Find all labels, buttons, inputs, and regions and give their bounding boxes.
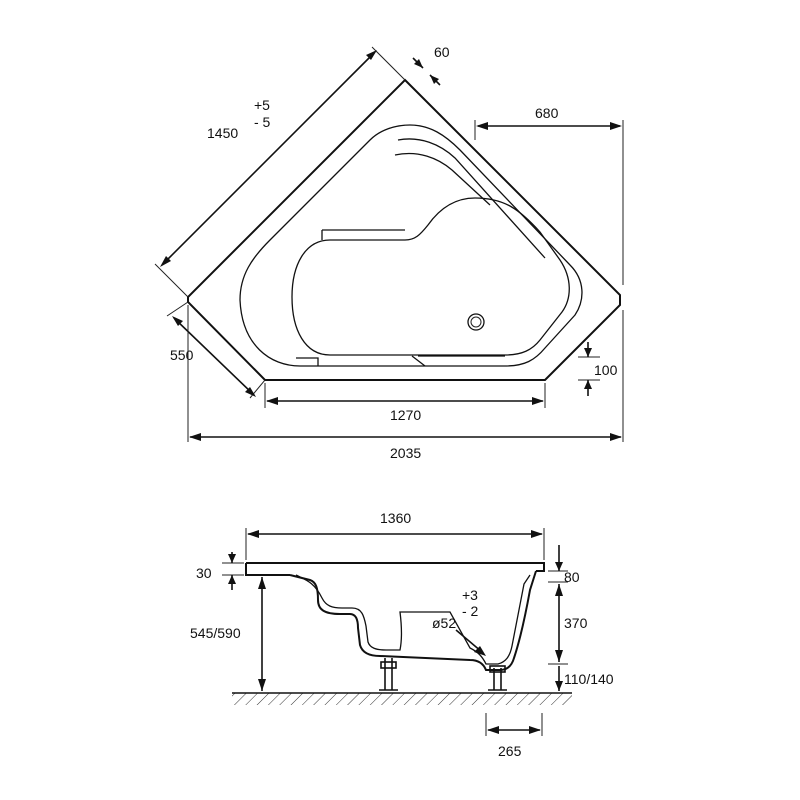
- side-body-outer: [289, 570, 537, 671]
- dim-110-140-label: 110/140: [564, 671, 614, 687]
- plan-ledge-line-2: [394, 152, 491, 206]
- side-view: 1360 30 545/590 80: [190, 510, 614, 759]
- plan-armrest-left: [296, 357, 319, 366]
- plan-drain-inner: [470, 316, 482, 328]
- plan-headrest: [321, 229, 405, 240]
- dim-100: 100: [578, 342, 618, 396]
- dim-1450-label: 1450: [207, 125, 238, 141]
- dim-370: 370: [548, 584, 588, 665]
- dim-265-label: 265: [498, 743, 522, 759]
- dim-80-label: 80: [564, 569, 580, 585]
- plan-drain: [467, 313, 485, 331]
- drain-tol-plus: +3: [462, 587, 478, 603]
- dim-drain: +3 - 2 ø52: [432, 587, 486, 656]
- side-rim: [245, 562, 545, 576]
- dim-1450-tol-minus: - 5: [254, 114, 271, 130]
- dim-550: 550: [166, 301, 266, 399]
- plan-basin-outer: [239, 124, 583, 367]
- dim-680: 680: [474, 105, 624, 285]
- plan-basin-inner: [291, 197, 570, 356]
- plan-armrest-right: [411, 355, 505, 367]
- side-leg-left: [379, 658, 398, 691]
- dim-30-label: 30: [196, 565, 212, 581]
- dim-1360-label: 1360: [380, 510, 411, 526]
- dim-1360: 1360: [245, 510, 545, 560]
- dim-60-label: 60: [434, 44, 450, 60]
- dim-100-label: 100: [594, 362, 618, 378]
- dim-110-140: 110/140: [555, 666, 614, 691]
- dim-550-label: 550: [170, 347, 194, 363]
- dim-370-label: 370: [564, 615, 588, 631]
- dim-30: 30: [196, 552, 244, 590]
- plan-ledge-line: [397, 138, 546, 259]
- dim-680-label: 680: [535, 105, 559, 121]
- side-leg-right: [488, 665, 507, 691]
- plan-view: 1450 +5 - 5 60 680 550: [154, 44, 624, 461]
- dim-60: 60: [412, 44, 450, 86]
- dim-1270: 1270: [264, 383, 546, 423]
- dim-2035-label: 2035: [390, 445, 421, 461]
- dim-1270-label: 1270: [390, 407, 421, 423]
- drain-diameter-label: ø52: [432, 615, 456, 631]
- drain-tol-minus: - 2: [462, 603, 479, 619]
- floor-hatching: [232, 693, 572, 705]
- side-body-inner: [295, 574, 531, 665]
- dim-545-590-label: 545/590: [190, 625, 241, 641]
- dim-1450-tol-plus: +5: [254, 97, 270, 113]
- dim-545-590: 545/590: [190, 577, 266, 691]
- dim-1450: 1450 +5 - 5: [154, 46, 406, 298]
- dim-265: 265: [485, 713, 543, 759]
- plan-outline: [187, 78, 621, 381]
- dim-80: 80: [548, 545, 580, 585]
- dim-2035: 2035: [187, 305, 624, 461]
